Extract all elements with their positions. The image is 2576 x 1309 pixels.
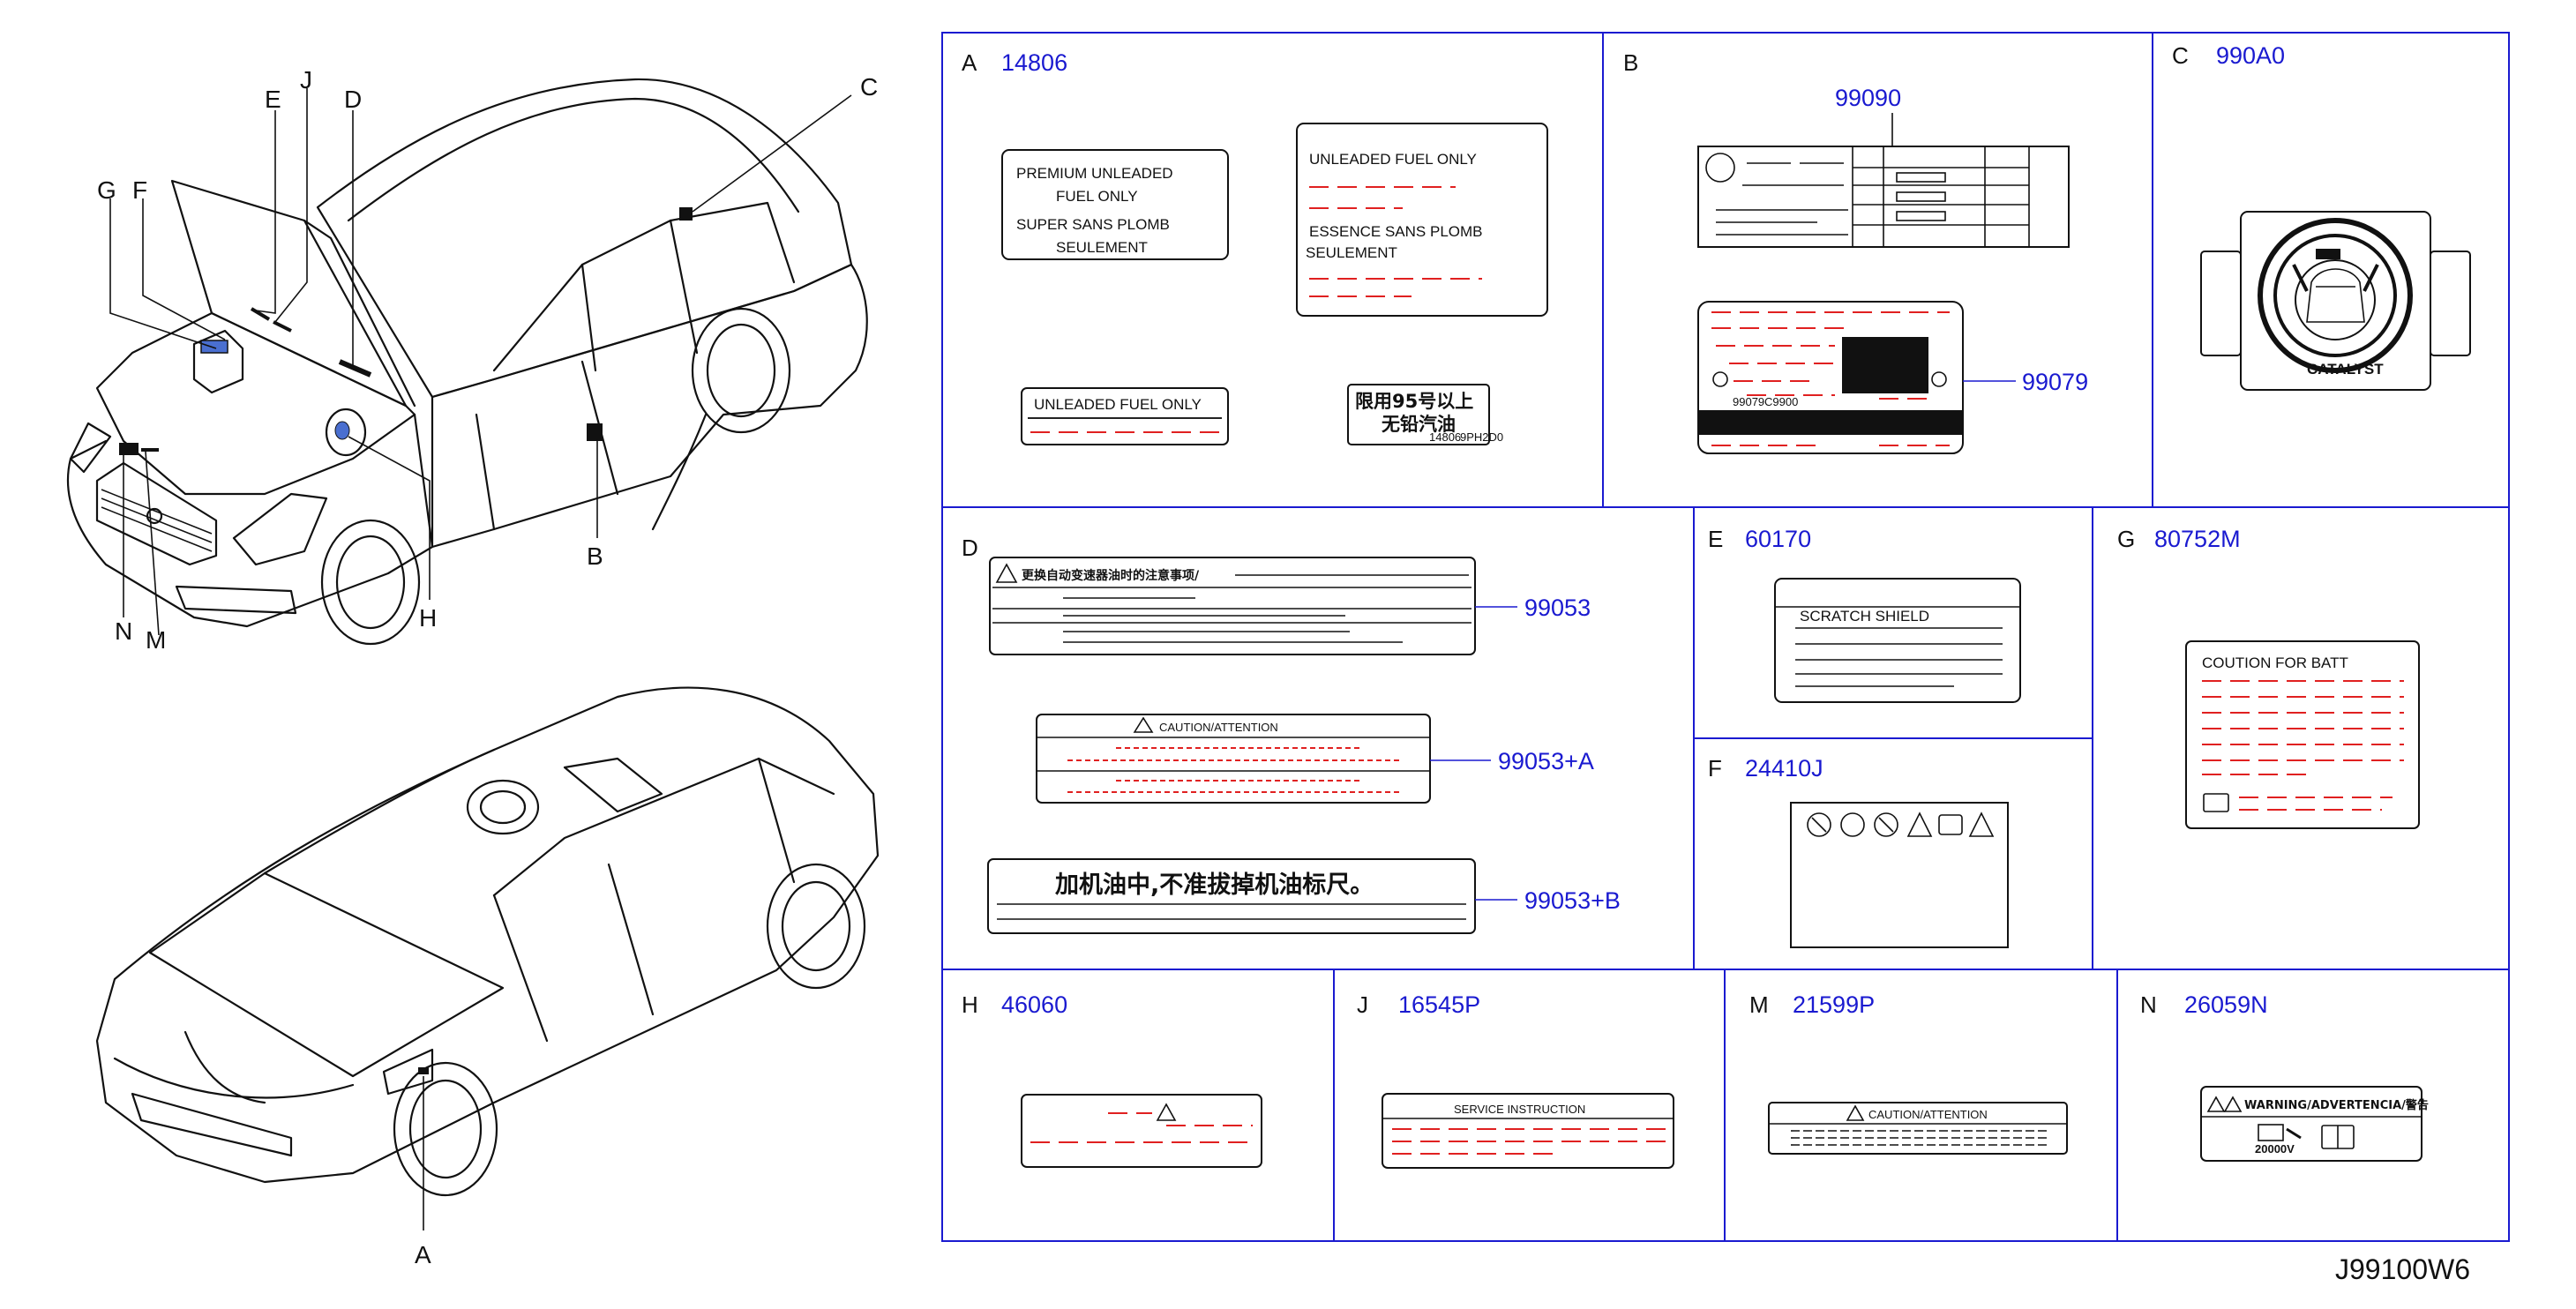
svg-text:SUPER SANS PLOMB: SUPER SANS PLOMB bbox=[1016, 216, 1170, 233]
label-99090 bbox=[1697, 146, 2070, 248]
label-a4: 限用95号以上 无铅汽油 14806 9PH2D0 bbox=[1347, 384, 1503, 445]
callout-h: H bbox=[419, 604, 437, 632]
svg-text:CAUTION/ATTENTION: CAUTION/ATTENTION bbox=[1159, 721, 1278, 734]
svg-text:COUTION FOR BATT: COUTION FOR BATT bbox=[2202, 654, 2348, 671]
svg-text:SEULEMENT: SEULEMENT bbox=[1306, 244, 1397, 261]
label-warning-n: WARNING/ADVERTENCIA/警告 20000V bbox=[2200, 1086, 2429, 1162]
cell-h-part-number: 46060 bbox=[1001, 991, 1067, 1018]
svg-text:UNLEADED FUEL ONLY: UNLEADED FUEL ONLY bbox=[1034, 396, 1202, 413]
cell-d: D 更换自动变速器油时的注意事项/ 99053 CAUTION/ATTENTIO… bbox=[962, 535, 1621, 934]
cell-j: J 16545P SERVICE INSTRUCTION bbox=[1357, 991, 1674, 1169]
callout-a: A bbox=[415, 1241, 431, 1268]
car-rear-view: A bbox=[95, 686, 880, 1268]
svg-text:PREMIUM UNLEADED: PREMIUM UNLEADED bbox=[1016, 165, 1173, 182]
cell-h-letter: H bbox=[962, 991, 978, 1018]
label-battery-symbols bbox=[1790, 802, 2009, 948]
cell-n-letter: N bbox=[2140, 991, 2157, 1018]
label-a1: PREMIUM UNLEADED FUEL ONLY SUPER SANS PL… bbox=[1001, 149, 1229, 260]
cell-a: A 14806 PREMIUM UNLEADED FUEL ONLY SUPER… bbox=[962, 49, 1548, 445]
svg-text:加机油中,不准拔掉机油标尺。: 加机油中,不准拔掉机油标尺。 bbox=[1055, 871, 1374, 899]
cell-m-part-number: 21599P bbox=[1793, 991, 1875, 1018]
callout-j: J bbox=[300, 66, 312, 94]
svg-text:UNLEADED FUEL ONLY: UNLEADED FUEL ONLY bbox=[1309, 151, 1477, 168]
callout-n: N bbox=[115, 617, 132, 645]
svg-text:9PH2D0: 9PH2D0 bbox=[1460, 430, 1503, 444]
cell-e-part-number: 60170 bbox=[1745, 526, 1811, 552]
cell-e: E 60170 SCRATCH SHIELD bbox=[1708, 526, 2021, 703]
cell-b: B 99090 bbox=[1623, 49, 2088, 454]
cell-j-letter: J bbox=[1357, 991, 1368, 1018]
cell-j-part-number: 16545P bbox=[1398, 991, 1480, 1018]
car-top-view-hood-open: E J D G F C B H N M bbox=[66, 66, 878, 654]
svg-text:SCRATCH SHIELD: SCRATCH SHIELD bbox=[1800, 608, 1929, 625]
cell-m: M 21599P CAUTION/ATTENTION bbox=[1749, 991, 2068, 1155]
part-99090: 99090 bbox=[1835, 85, 1901, 111]
cell-a-letter: A bbox=[962, 49, 977, 76]
label-99053: 更换自动变速器油时的注意事项/ bbox=[989, 557, 1476, 655]
svg-text:SEULEMENT: SEULEMENT bbox=[1056, 239, 1148, 256]
callout-f: F bbox=[132, 176, 147, 204]
svg-text:20000V: 20000V bbox=[2255, 1142, 2295, 1156]
label-99053-b: 加机油中,不准拔掉机油标尺。 bbox=[987, 858, 1476, 934]
cell-c-part-number: 990A0 bbox=[2216, 42, 2285, 69]
svg-text:ESSENCE SANS PLOMB: ESSENCE SANS PLOMB bbox=[1309, 223, 1483, 240]
cell-g-letter: G bbox=[2117, 526, 2135, 552]
parts-grid bbox=[941, 32, 2510, 1242]
svg-text:无铅汽油: 无铅汽油 bbox=[1382, 414, 1456, 435]
svg-text:14806: 14806 bbox=[1429, 430, 1461, 444]
svg-text:99079: 99079 bbox=[1733, 395, 1764, 408]
label-battery-caution: COUTION FOR BATT bbox=[2185, 640, 2420, 829]
cell-f-letter: F bbox=[1708, 755, 1722, 782]
label-caution-m: CAUTION/ATTENTION bbox=[1768, 1102, 2068, 1155]
label-99079: 99079 C9900 bbox=[1697, 301, 1964, 454]
svg-text:SERVICE INSTRUCTION: SERVICE INSTRUCTION bbox=[1454, 1103, 1585, 1116]
svg-text:CATALYST: CATALYST bbox=[2307, 361, 2384, 378]
cell-b-letter: B bbox=[1623, 49, 1638, 76]
cell-a-part-number: 14806 bbox=[1001, 49, 1067, 76]
svg-text:更换自动变速器油时的注意事项/: 更换自动变速器油时的注意事项/ bbox=[1022, 568, 1200, 583]
callout-m: M bbox=[146, 626, 166, 654]
cell-f-part-number: 24410J bbox=[1745, 755, 1823, 782]
cell-g-part-number: 80752M bbox=[2154, 526, 2241, 552]
callout-g: G bbox=[97, 176, 116, 204]
cell-d-letter: D bbox=[962, 535, 978, 561]
svg-text:FUEL ONLY: FUEL ONLY bbox=[1056, 188, 1138, 205]
label-a2: UNLEADED FUEL ONLY ESSENCE SANS PLOMB SE… bbox=[1296, 123, 1548, 317]
cell-c: C 990A0 CATALYST bbox=[2172, 42, 2471, 391]
callout-e: E bbox=[265, 86, 281, 113]
part-99053: 99053 bbox=[1524, 595, 1591, 621]
label-service-instruction: SERVICE INSTRUCTION bbox=[1382, 1093, 1674, 1169]
cell-c-letter: C bbox=[2172, 42, 2189, 69]
callout-b: B bbox=[587, 542, 603, 570]
label-a3: UNLEADED FUEL ONLY bbox=[1021, 387, 1229, 445]
cell-n: N 26059N WARNING/ADVERTENCIA/警告 20000V bbox=[2140, 991, 2429, 1162]
part-99079: 99079 bbox=[2022, 369, 2088, 395]
part-99053-a: 99053+A bbox=[1498, 748, 1594, 774]
cell-m-letter: M bbox=[1749, 991, 1769, 1018]
cell-e-letter: E bbox=[1708, 526, 1723, 552]
cell-h: H 46060 bbox=[962, 991, 1262, 1168]
cell-f: F 24410J bbox=[1708, 755, 2009, 948]
callout-d: D bbox=[344, 86, 362, 113]
cell-n-part-number: 26059N bbox=[2184, 991, 2268, 1018]
label-catalyst: CATALYST bbox=[2200, 211, 2471, 391]
label-46060 bbox=[1021, 1094, 1262, 1168]
label-99053-a: CAUTION/ATTENTION bbox=[1036, 714, 1431, 804]
svg-text:WARNING/ADVERTENCIA/警告: WARNING/ADVERTENCIA/警告 bbox=[2244, 1098, 2429, 1112]
callout-c: C bbox=[860, 73, 878, 101]
cell-g: G 80752M COUTION FOR BATT bbox=[2117, 526, 2420, 829]
label-scratch-shield: SCRATCH SHIELD bbox=[1774, 578, 2021, 703]
part-99053-b: 99053+B bbox=[1524, 887, 1621, 914]
svg-text:限用95号以上: 限用95号以上 bbox=[1355, 391, 1473, 412]
diagram-id: J99100W6 bbox=[2335, 1253, 2470, 1285]
svg-text:CAUTION/ATTENTION: CAUTION/ATTENTION bbox=[1868, 1108, 1988, 1121]
svg-text:C9900: C9900 bbox=[1764, 395, 1798, 408]
